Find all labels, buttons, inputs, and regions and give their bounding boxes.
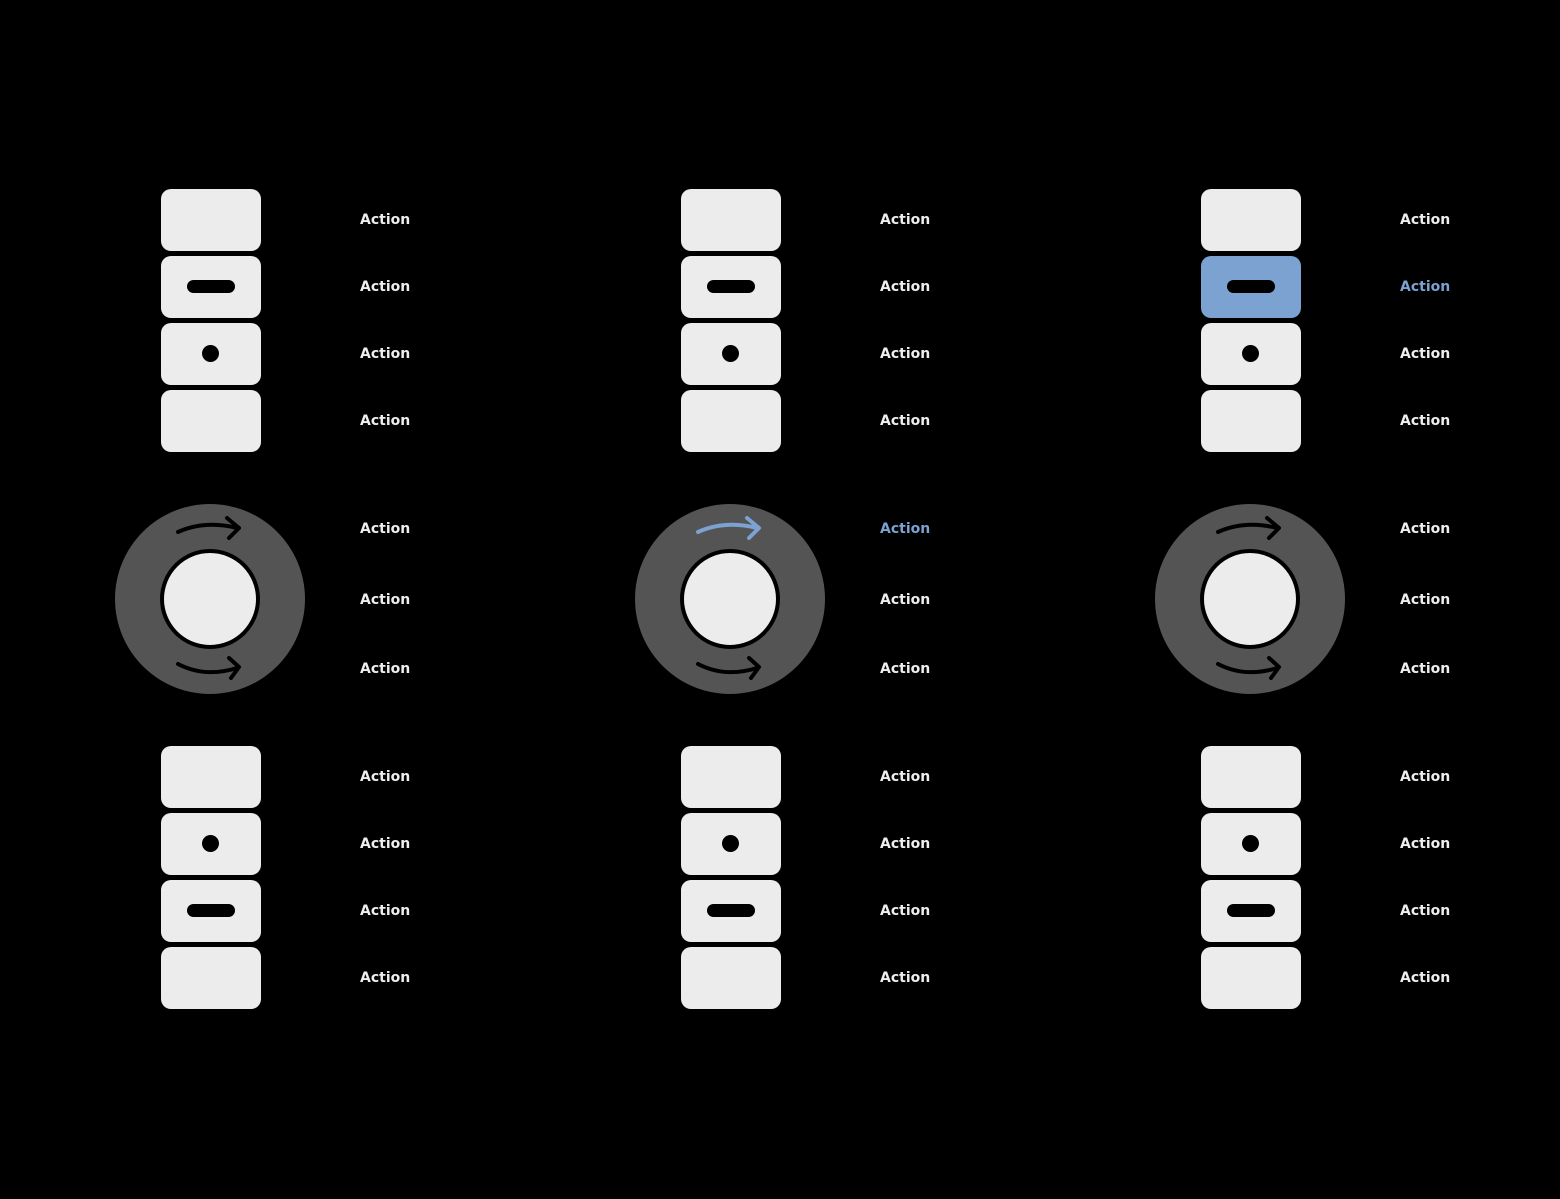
bottom-key-3-label: Action [360, 903, 411, 919]
bottom-key-4-label: Action [1400, 970, 1451, 986]
dial-label-center: Action [880, 592, 931, 608]
controller-panel-2: Action Action Action Action Action Actio… [520, 0, 1040, 1199]
dot-icon [1242, 345, 1259, 362]
top-key-1[interactable] [161, 189, 261, 251]
controller-panel-3: Action Action Action Action Action Actio… [1040, 0, 1560, 1199]
bottom-key-3[interactable] [161, 880, 261, 942]
controller-panel-1: Action Action Action Action Action Actio… [0, 0, 520, 1199]
bottom-key-2-label: Action [880, 836, 931, 852]
bottom-key-2-label: Action [360, 836, 411, 852]
bottom-key-1[interactable] [681, 746, 781, 808]
top-key-1-label: Action [880, 212, 931, 228]
rotary-dial[interactable] [115, 504, 305, 694]
bottom-key-2[interactable] [1201, 813, 1301, 875]
bottom-key-2-label: Action [1400, 836, 1451, 852]
rotary-dial[interactable] [635, 504, 825, 694]
rotate-arrow-icon [696, 516, 761, 540]
bottom-key-3-label: Action [1400, 903, 1451, 919]
dial-label-center: Action [1400, 592, 1451, 608]
bottom-key-3-label: Action [880, 903, 931, 919]
bottom-key-1[interactable] [161, 746, 261, 808]
top-key-3-label: Action [360, 346, 411, 362]
dot-icon [722, 835, 739, 852]
bottom-key-4[interactable] [1201, 947, 1301, 1009]
bottom-key-2[interactable] [161, 813, 261, 875]
bottom-key-3[interactable] [1201, 880, 1301, 942]
rotate-arrow-icon [1216, 516, 1281, 540]
dial-label-top: Action [1400, 521, 1451, 537]
bottom-key-4[interactable] [161, 947, 261, 1009]
top-key-3[interactable] [161, 323, 261, 385]
dot-icon [202, 835, 219, 852]
top-key-2-label: Action [1400, 279, 1451, 295]
dial-label-bottom: Action [880, 661, 931, 677]
bottom-key-2[interactable] [681, 813, 781, 875]
top-key-3[interactable] [1201, 323, 1301, 385]
dash-icon [707, 904, 755, 917]
dot-icon [202, 345, 219, 362]
rotate-arrow-icon [696, 656, 761, 680]
bottom-key-1-label: Action [880, 769, 931, 785]
top-key-4-label: Action [360, 413, 411, 429]
dial-label-top: Action [360, 521, 411, 537]
top-key-3-label: Action [880, 346, 931, 362]
top-key-2[interactable] [161, 256, 261, 318]
dash-icon [187, 904, 235, 917]
top-key-2[interactable] [1201, 256, 1301, 318]
top-key-4-label: Action [1400, 413, 1451, 429]
dash-icon [1227, 280, 1275, 293]
top-key-2-label: Action [880, 279, 931, 295]
bottom-key-1-label: Action [1400, 769, 1451, 785]
dot-icon [722, 345, 739, 362]
bottom-key-4[interactable] [681, 947, 781, 1009]
rotate-arrow-icon [176, 516, 241, 540]
top-key-4-label: Action [880, 413, 931, 429]
dial-label-bottom: Action [1400, 661, 1451, 677]
rotate-arrow-icon [1216, 656, 1281, 680]
dial-label-top: Action [880, 521, 931, 537]
dial-label-bottom: Action [360, 661, 411, 677]
top-key-4[interactable] [681, 390, 781, 452]
top-key-1-label: Action [1400, 212, 1451, 228]
dash-icon [1227, 904, 1275, 917]
top-key-1[interactable] [681, 189, 781, 251]
dash-icon [187, 280, 235, 293]
bottom-key-1-label: Action [360, 769, 411, 785]
rotate-arrow-icon [176, 656, 241, 680]
dial-center-button[interactable] [1200, 549, 1300, 649]
dial-label-center: Action [360, 592, 411, 608]
bottom-key-3[interactable] [681, 880, 781, 942]
top-key-2-label: Action [360, 279, 411, 295]
bottom-key-1[interactable] [1201, 746, 1301, 808]
dot-icon [1242, 835, 1259, 852]
top-key-4[interactable] [161, 390, 261, 452]
top-key-1[interactable] [1201, 189, 1301, 251]
bottom-key-4-label: Action [880, 970, 931, 986]
top-key-1-label: Action [360, 212, 411, 228]
dial-center-button[interactable] [160, 549, 260, 649]
top-key-3[interactable] [681, 323, 781, 385]
top-key-3-label: Action [1400, 346, 1451, 362]
rotary-dial[interactable] [1155, 504, 1345, 694]
bottom-key-4-label: Action [360, 970, 411, 986]
dial-center-button[interactable] [680, 549, 780, 649]
dash-icon [707, 280, 755, 293]
top-key-2[interactable] [681, 256, 781, 318]
top-key-4[interactable] [1201, 390, 1301, 452]
